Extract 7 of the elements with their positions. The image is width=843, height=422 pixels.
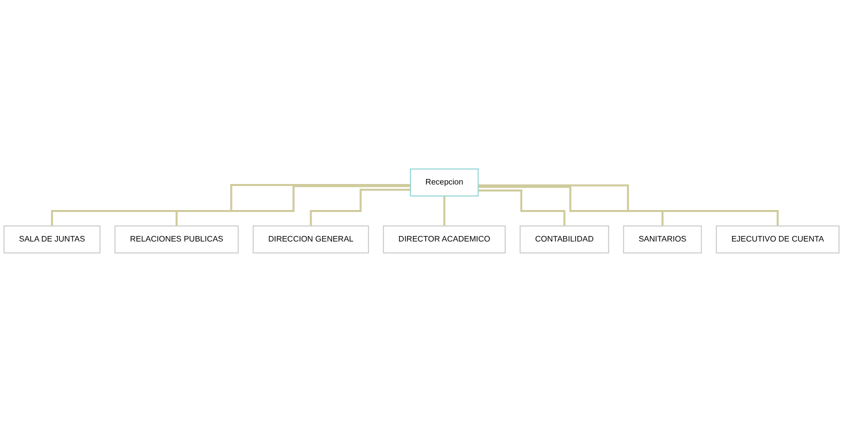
connector (478, 186, 664, 227)
connector (176, 185, 410, 227)
connector (478, 184, 779, 227)
connector (443, 195, 446, 227)
connector (51, 184, 410, 227)
connector (310, 188, 410, 227)
connector (478, 190, 566, 227)
